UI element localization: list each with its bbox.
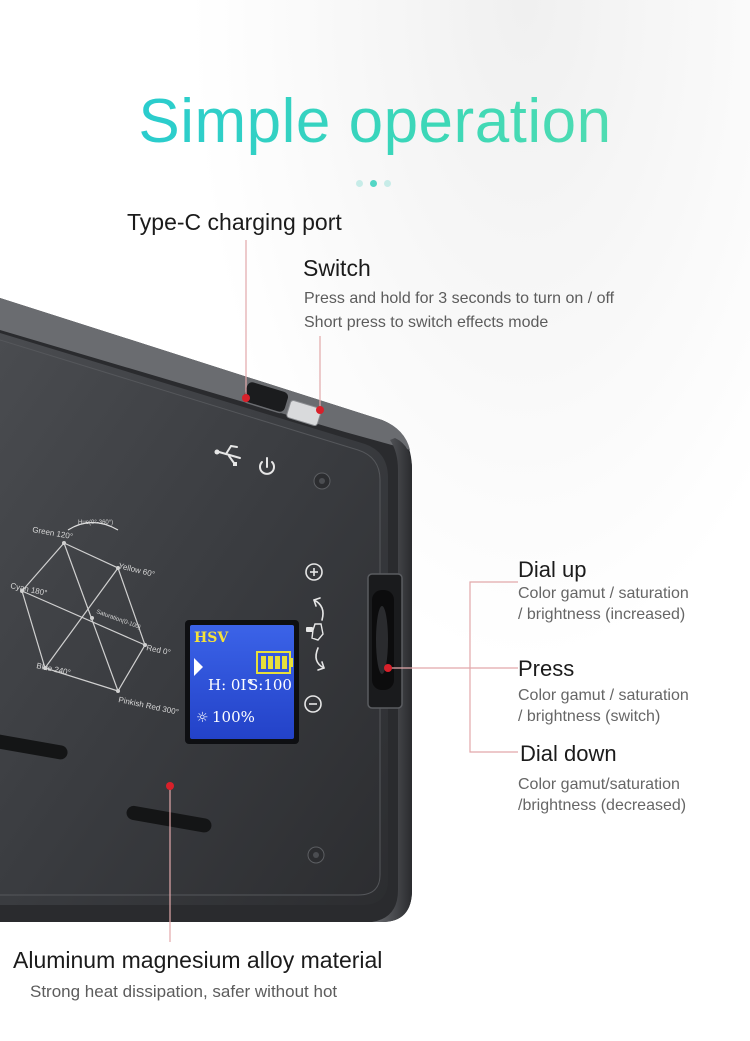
dial-up-desc-line2: / brightness (increased) xyxy=(518,606,686,623)
lcd-screen xyxy=(190,625,294,739)
minus-icon xyxy=(304,695,322,713)
usb-c-port xyxy=(242,380,290,414)
dial-down-heading: Dial down xyxy=(520,741,617,766)
divider-dot-2 xyxy=(370,180,377,187)
screw-top xyxy=(313,472,331,490)
press-desc-line2: / brightness (switch) xyxy=(518,708,661,725)
screw-bottom xyxy=(307,846,325,864)
vent-slot-bottom xyxy=(126,805,212,833)
callout-pointer-lines xyxy=(169,240,518,942)
rotate-up-icon xyxy=(313,597,324,621)
dial-up-desc-line1: Color gamut / saturation xyxy=(518,585,689,602)
vent-slot-left xyxy=(0,734,68,760)
press-heading: Press xyxy=(518,656,575,681)
divider-dot-3 xyxy=(384,180,391,187)
device-face xyxy=(0,333,388,905)
rotate-down-icon xyxy=(315,647,325,671)
device-right-edge xyxy=(372,438,412,922)
type-c-port-heading: Type-C charging port xyxy=(127,209,342,235)
usb-icon xyxy=(214,445,241,466)
power-icon xyxy=(259,457,275,475)
press-desc-line1: Color gamut / saturation xyxy=(518,687,689,704)
switch-desc-line1: Press and hold for 3 seconds to turn on … xyxy=(304,290,615,307)
callout-pointer-dots xyxy=(166,394,392,790)
hue-range-label: Hue(0°-360°) xyxy=(78,520,113,526)
power-switch-button xyxy=(286,399,322,427)
lcd-battery-icon xyxy=(256,651,293,674)
material-heading: Aluminum magnesium alloy material xyxy=(13,947,383,973)
dial-down-desc-line2: /brightness (decreased) xyxy=(518,797,687,814)
lcd-mode-text: HSV xyxy=(194,630,229,646)
divider-dot-1 xyxy=(356,180,363,187)
press-hand-icon xyxy=(306,623,324,641)
lcd-brightness-value: 100% xyxy=(212,708,255,726)
dial-down-desc-line1: Color gamut/saturation xyxy=(518,776,680,793)
hue-vertex-markers xyxy=(20,541,147,693)
switch-desc-line2: Short press to switch effects mode xyxy=(304,314,549,331)
dial-up-heading: Dial up xyxy=(518,557,587,582)
page-title: Simple operation xyxy=(0,86,750,158)
lcd-brightness-icon: ☼ xyxy=(196,710,209,726)
dial-highlight xyxy=(376,606,388,674)
lcd-selector-arrow xyxy=(194,658,203,676)
lcd-hue-value: H: 0I° xyxy=(208,676,254,694)
switch-heading: Switch xyxy=(303,255,371,281)
lcd-saturation-value: S:100 xyxy=(248,676,292,694)
plus-icon xyxy=(305,563,323,581)
material-desc: Strong heat dissipation, safer without h… xyxy=(30,982,338,1001)
